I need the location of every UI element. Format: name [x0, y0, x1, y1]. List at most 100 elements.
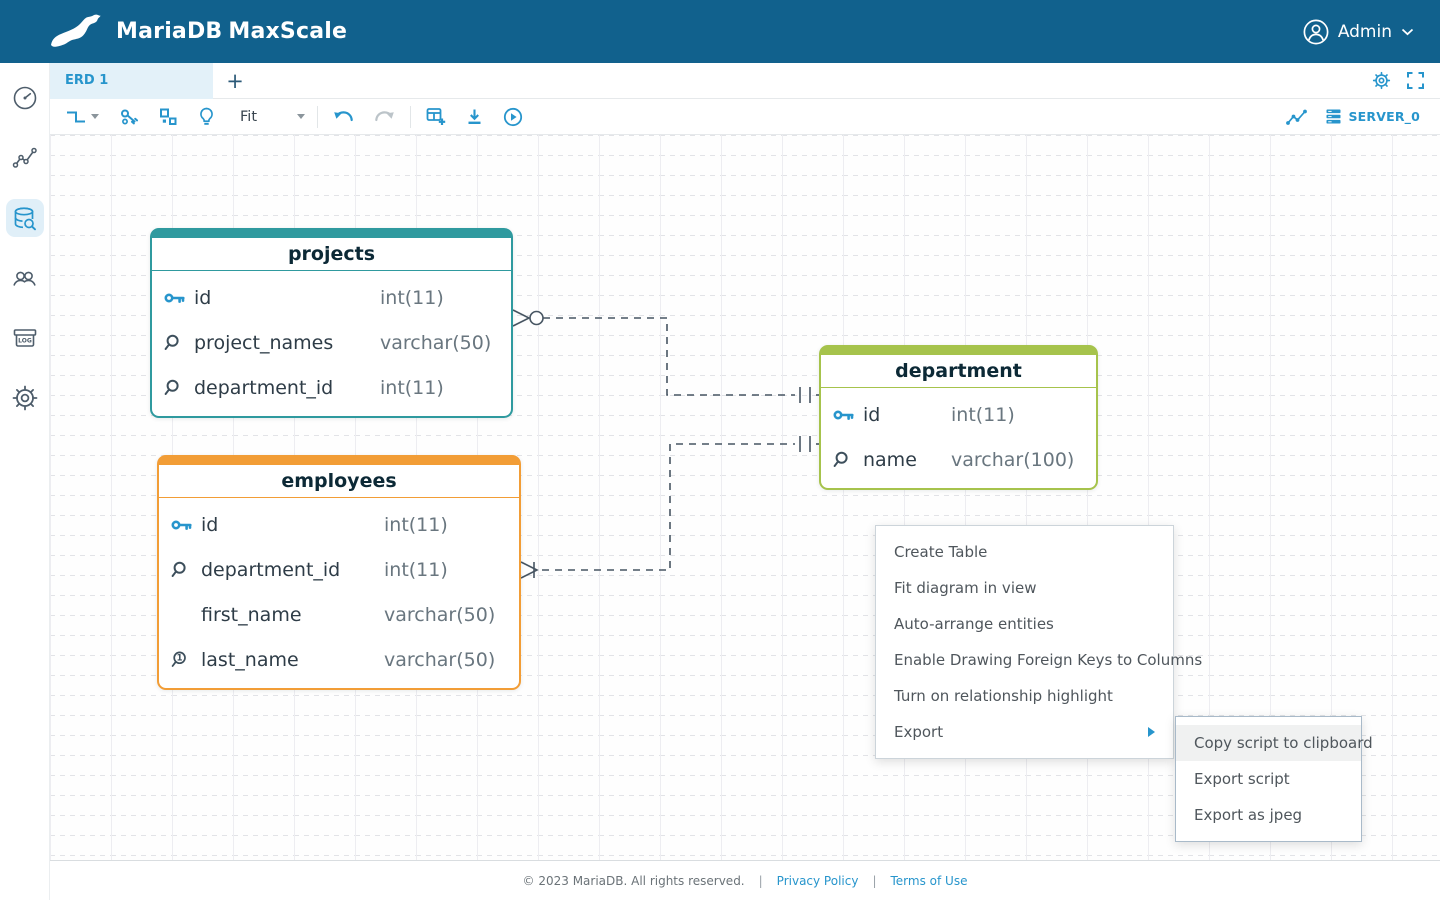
server-stack-icon [1325, 108, 1342, 125]
relationship-lines[interactable] [50, 135, 1440, 861]
column-type: int(11) [951, 403, 1015, 426]
column-type: varchar(50) [384, 648, 496, 671]
sidebar-item-query-editor[interactable] [5, 199, 44, 237]
entity-title[interactable]: projects [152, 238, 511, 271]
toolbar-divider [317, 105, 318, 128]
sidebar-item-logs[interactable]: LOG [6, 319, 44, 357]
submenu-item[interactable]: Copy script to clipboard [1176, 725, 1373, 761]
diagram-settings-gear-icon[interactable] [1372, 71, 1391, 90]
menu-item-label: Export as jpeg [1194, 806, 1303, 824]
context-menu-item[interactable]: Fit diagram in view [876, 570, 1173, 606]
add-tab-button[interactable]: + [213, 63, 257, 99]
primary-key-icon [171, 519, 192, 530]
search-icon [171, 561, 201, 578]
sidebar-item-users[interactable] [6, 259, 44, 297]
user-name-label: Admin [1337, 21, 1392, 42]
entity-title[interactable]: employees [159, 465, 519, 498]
footer-separator: | [758, 873, 763, 888]
submenu-item[interactable]: Export script [1176, 761, 1361, 797]
auto-arrange-button[interactable] [156, 105, 181, 129]
entity-header-strip [151, 229, 512, 238]
unique-index-icon: 1 [171, 651, 186, 667]
submenu-item[interactable]: Export as jpeg [1176, 797, 1361, 833]
apply-script-play-button[interactable] [500, 104, 526, 130]
column-name: id [194, 286, 212, 309]
mariadb-seal-logo-icon [48, 12, 106, 52]
entity-title[interactable]: department [821, 355, 1096, 388]
index-search-icon [164, 334, 179, 350]
redo-button[interactable] [371, 106, 398, 127]
visualize-connections-icon[interactable] [1285, 107, 1309, 127]
sidebar-item-visualization[interactable] [6, 139, 44, 177]
settings-gear-icon [11, 384, 39, 412]
context-menu-item[interactable]: Auto-arrange entities [876, 606, 1173, 642]
zoom-level-select[interactable]: Fit [240, 109, 305, 125]
product-name: MaxScale [228, 19, 348, 44]
menu-item-label: Create Table [894, 543, 988, 561]
entity-header-strip [158, 456, 520, 465]
copyright-text: © 2023 MariaDB. All rights reserved. [522, 873, 745, 888]
index-search-icon [164, 379, 179, 395]
logs-archive-icon: LOG [11, 326, 39, 350]
hint-lightbulb-icon[interactable] [195, 104, 218, 129]
undo-button[interactable] [330, 106, 357, 127]
menu-item-label: Auto-arrange entities [894, 615, 1054, 633]
column-row[interactable]: 1 last_name varchar(50) [159, 637, 519, 682]
user-menu[interactable]: Admin [1303, 19, 1414, 45]
menu-item-label: Export [894, 723, 944, 741]
brand-name: MariaDB [116, 19, 223, 44]
create-table-button[interactable] [423, 104, 449, 129]
erd-tab-bar: ERD 1 + [50, 62, 1440, 99]
key-icon [833, 408, 863, 422]
tab-erd-1[interactable]: ERD 1 [50, 62, 213, 99]
export-download-button[interactable] [463, 105, 486, 129]
line-chart-icon [12, 145, 38, 171]
toolbar-divider [410, 105, 411, 128]
context-menu-item[interactable]: Enable Drawing Foreign Keys to Columns [876, 642, 1202, 678]
column-name: last_name [201, 648, 299, 671]
left-sidebar: LOG [0, 63, 50, 900]
fullscreen-icon[interactable] [1407, 72, 1424, 89]
sidebar-item-dashboard[interactable] [6, 79, 44, 117]
column-type: int(11) [380, 376, 444, 399]
sidebar-item-settings[interactable] [6, 379, 44, 417]
menu-item-label: Export script [1194, 770, 1290, 788]
active-server-selector[interactable]: SERVER_0 [1325, 108, 1420, 125]
dashboard-gauge-icon [12, 85, 38, 111]
key-icon [164, 291, 194, 305]
tab-label: ERD 1 [65, 73, 109, 88]
privacy-policy-link[interactable]: Privacy Policy [776, 873, 859, 888]
relationship-line-style-button[interactable] [62, 105, 102, 129]
column-row[interactable]: id int(11) [152, 275, 511, 320]
context-menu-item[interactable]: Turn on relationship highlight [876, 678, 1173, 714]
foreign-key-toggle-button[interactable] [116, 105, 142, 129]
column-type: int(11) [380, 286, 444, 309]
entity-header-strip [820, 346, 1097, 355]
menu-item-label: Turn on relationship highlight [894, 687, 1113, 705]
menu-item-label: Fit diagram in view [894, 579, 1037, 597]
search-icon [164, 334, 194, 351]
context-menu-item[interactable]: Create Table [876, 534, 1173, 570]
context-menu-item[interactable]: Export [876, 714, 1173, 750]
terms-of-use-link[interactable]: Terms of Use [890, 873, 968, 888]
column-type: varchar(50) [384, 603, 496, 626]
column-name: department_id [201, 558, 341, 581]
